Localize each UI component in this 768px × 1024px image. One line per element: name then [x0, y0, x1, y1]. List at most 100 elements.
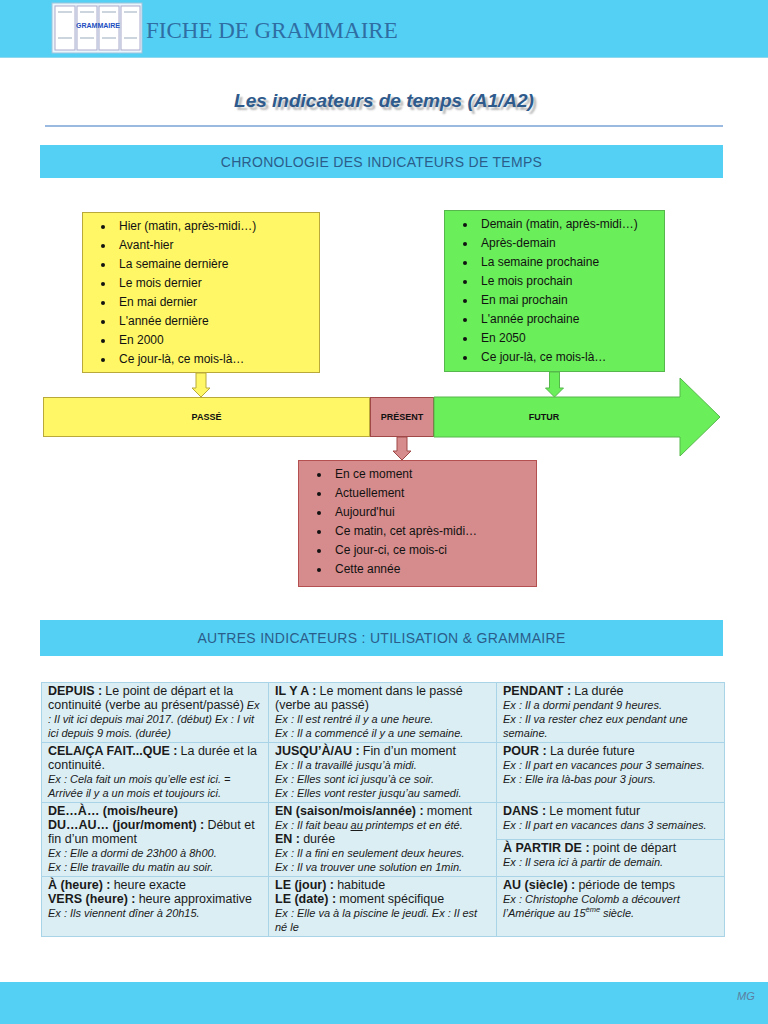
table-cell: DANS :Le moment futurEx : Il part en vac… [497, 803, 725, 877]
box-label: MG [737, 990, 755, 1002]
table-cell: À (heure) :heure exacteVERS (heure) :heu… [42, 877, 269, 937]
list-item: Actuellement [331, 484, 536, 503]
list-item: Le mois prochain [477, 272, 664, 291]
future-list-box: Demain (matin, après-midi…)Après-demainL… [444, 210, 665, 372]
table-cell: DEPUIS :Le point de départ et la continu… [42, 683, 269, 743]
title-rule [45, 125, 723, 127]
cell-text: Ex : Elles sont ici jusqu’à ce soir. [275, 773, 434, 785]
bullet-list: En ce momentActuellementAujourd'huiCe ma… [299, 465, 536, 579]
list-item: Le mois dernier [115, 274, 319, 293]
table-cell: JUSQU’À/AU :Fin d’un momentEx : Il a tra… [269, 743, 497, 803]
cell-text: POUR : [503, 744, 547, 758]
indicator-table: DEPUIS :Le point de départ et la continu… [41, 682, 725, 937]
cell-text: DU…AU… (jour/moment) : [48, 818, 204, 832]
cell-body: JUSQU’À/AU :Fin d’un momentEx : Il a tra… [269, 743, 496, 802]
cell-body: DEPUIS :Le point de départ et la continu… [42, 683, 268, 742]
cell-text: moment spécifique [339, 892, 444, 906]
cell-text: Ex : Il a travaillé jusqu’à midi. [275, 759, 417, 771]
list-item: Cette année [331, 560, 536, 579]
table-cell: CELA/ÇA FAIT...QUE :La durée et la conti… [42, 743, 269, 803]
cell-text: EN : [275, 832, 300, 846]
cell-text: PENDANT : [503, 684, 571, 698]
header-band: FICHE DE GRAMMAIRE [0, 0, 768, 58]
cell-body: À (heure) :heure exacteVERS (heure) :heu… [42, 877, 268, 936]
cell-text: À (heure) : [48, 878, 111, 892]
cell-text: au [351, 819, 363, 831]
bullet-list: Demain (matin, après-midi…)Après-demainL… [445, 215, 664, 367]
cell-text: printemps et en été. [366, 819, 463, 831]
past-segment: PASSÉ [43, 397, 370, 437]
list-item: Hier (matin, après-midi…) [115, 217, 319, 236]
cell-text: Fin d’un moment [363, 744, 456, 758]
cell-text: DEPUIS : [48, 684, 102, 698]
cell-text: Ex : Il part en vacances pour 3 semaines… [503, 759, 705, 771]
table-cell: IL Y A :Le moment dans le passé (verbe a… [269, 683, 497, 743]
bullet-list: Hier (matin, après-midi…)Avant-hierLa se… [83, 217, 319, 369]
present-list-box: En ce momentActuellementAujourd'huiCe ma… [298, 460, 537, 587]
cell-text: Ex : Il fait beau [275, 819, 348, 831]
cell-text: DE…À… (mois/heure) [48, 804, 178, 818]
cell-text: Ex : Il a dormi pendant 9 heures. [503, 699, 662, 711]
list-item: Après-demain [477, 234, 664, 253]
page-title: Les indicateurs de temps (A1/A2) [0, 90, 768, 112]
section-band: CHRONOLOGIE DES INDICATEURS DE TEMPS [40, 145, 723, 178]
box-label: FICHE DE GRAMMAIRE [146, 18, 398, 44]
cell-text: EN (saison/mois/année) : [275, 804, 424, 818]
cell-text: Le moment futur [549, 804, 640, 818]
cell-text: Ex : Elle a dormi de 23h00 à 8h00. [48, 847, 217, 859]
cell-text: Ex : Ils viennent dîner à 20h15. [48, 907, 200, 919]
box-label: PASSÉ [192, 412, 222, 422]
cell-text: Ex : Cela fait un mois qu’elle est ici. … [48, 773, 231, 799]
cell-text: Ex : Il est rentré il y a une heure. [275, 713, 433, 725]
cell-body: À PARTIR DE :point de départEx : Il sera… [497, 839, 724, 876]
box-label: AUTRES INDICATEURS : UTILISATION & GRAMM… [197, 630, 565, 646]
icon-label: GRAMMAIRE [58, 22, 138, 29]
cell-text: Ex : Il a fini en seulement deux heures. [275, 847, 465, 859]
list-item: La semaine prochaine [477, 253, 664, 272]
list-item: Aujourd'hui [331, 503, 536, 522]
cell-text: habitude [337, 878, 385, 892]
cell-text: La durée future [550, 744, 635, 758]
cell-text: période de temps [578, 878, 675, 892]
cell-text: Ex : Il va trouver une solution en 1min. [275, 861, 462, 873]
cell-text: LE (date) : [275, 892, 336, 906]
cell-text: LE (jour) : [275, 878, 334, 892]
cell-text: Ex : Il sera ici à partir de demain. [503, 856, 663, 868]
list-item: En 2050 [477, 329, 664, 348]
list-item: Ce jour-là, ce mois-là… [477, 348, 664, 367]
box-label: CHRONOLOGIE DES INDICATEURS DE TEMPS [221, 154, 542, 170]
cell-text: durée [303, 832, 335, 846]
cell-text: Ex : Elle va à la piscine le jeudi. [275, 907, 429, 919]
cell-text: DANS : [503, 804, 546, 818]
future-arrow: FUTUR [434, 397, 720, 437]
cell-body: AU (siècle) :période de tempsEx : Christ… [497, 877, 724, 936]
cell-text: Ex : Il a commencé il y a une semaine. [275, 727, 463, 739]
cell-text: ème [586, 905, 601, 914]
cell-body: CELA/ÇA FAIT...QUE :La durée et la conti… [42, 743, 268, 802]
list-item: L'année prochaine [477, 310, 664, 329]
block-arrow [393, 437, 411, 460]
table-cell: AU (siècle) :période de tempsEx : Christ… [497, 877, 725, 937]
list-item: Ce matin, cet après-midi… [331, 522, 536, 541]
box-label: FUTUR [434, 397, 654, 437]
cell-body: EN (saison/mois/année) :moment Ex : Il fa… [269, 803, 496, 876]
cell-text: Ex : Il va rester chez eux pendant une s… [503, 713, 688, 739]
cell-body: POUR :La durée futureEx : Il part en vac… [497, 743, 724, 802]
cell-body: DANS :Le moment futurEx : Il part en vac… [497, 803, 724, 839]
cell-text: IL Y A : [275, 684, 316, 698]
list-item: En ce moment [331, 465, 536, 484]
past-list-box: Hier (matin, après-midi…)Avant-hierLa se… [82, 212, 320, 373]
cell-body: DE…À… (mois/heure)DU…AU… (jour/moment) :… [42, 803, 268, 876]
block-arrow [546, 372, 564, 397]
cell-body: LE (jour) :habitudeLE (date) :moment spé… [269, 877, 496, 936]
table-cell: POUR :La durée futureEx : Il part en vac… [497, 743, 725, 803]
list-item: Ce jour-ci, ce mois-ci [331, 541, 536, 560]
cell-text: La durée [574, 684, 623, 698]
list-item: En 2000 [115, 331, 319, 350]
footer-band: MG [0, 982, 768, 1024]
cell-text: moment [427, 804, 472, 818]
list-item: Ce jour-là, ce mois-là… [115, 350, 319, 369]
cell-text: Ex : Il part en vacances dans 3 semaines… [503, 819, 707, 831]
